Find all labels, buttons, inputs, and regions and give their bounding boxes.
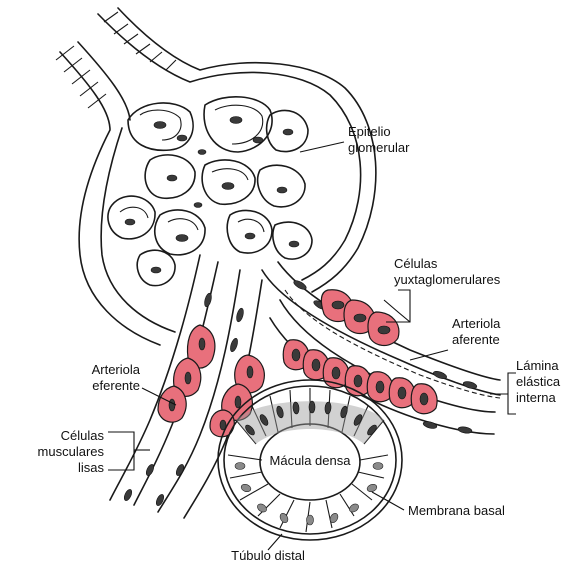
label-celulas-yuxta-2: yuxtaglomerulares bbox=[394, 272, 501, 287]
glomerular-capillaries bbox=[108, 97, 312, 286]
label-lamina-3: interna bbox=[516, 390, 557, 405]
label-macula-densa: Mácula densa bbox=[270, 453, 352, 468]
label-tubulo-distal: Túbulo distal bbox=[231, 548, 305, 563]
label-lamina-2: elástica bbox=[516, 374, 561, 389]
label-membrana-basal: Membrana basal bbox=[408, 503, 505, 518]
label-epitelio-2: glomerular bbox=[348, 140, 410, 155]
label-musculares-2: musculares bbox=[38, 444, 105, 459]
label-eferente-2: eferente bbox=[92, 378, 140, 393]
label-aferente-2: aferente bbox=[452, 332, 500, 347]
label-celulas-yuxta-1: Células bbox=[394, 256, 438, 271]
label-eferente-1: Arteriola bbox=[92, 362, 141, 377]
label-epitelio-1: Epitelio bbox=[348, 124, 391, 139]
label-aferente-1: Arteriola bbox=[452, 316, 501, 331]
label-lamina-1: Lámina bbox=[516, 358, 559, 373]
label-musculares-1: Células bbox=[61, 428, 105, 443]
label-musculares-3: lisas bbox=[78, 460, 105, 475]
